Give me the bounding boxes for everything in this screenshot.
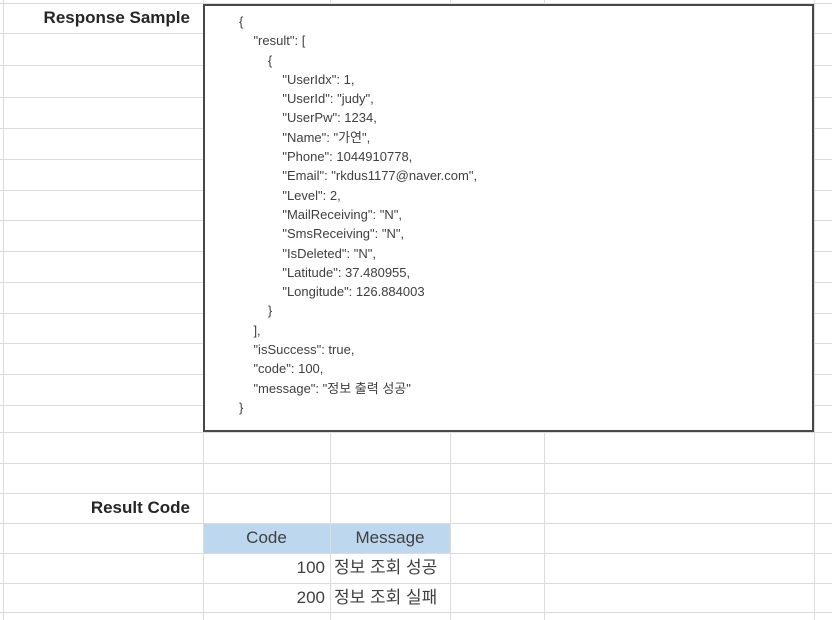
gridline-h: [0, 493, 832, 494]
gridline-h: [0, 583, 832, 584]
gridline-h: [0, 463, 832, 464]
result-code-label[interactable]: Result Code: [90, 498, 190, 517]
gridline-h: [0, 523, 832, 524]
response-sample-box: { "result": [ { "UserIdx": 1, "UserId": …: [203, 4, 814, 432]
result-table-header-message[interactable]: Message: [355, 528, 425, 547]
result-table-header-code[interactable]: Code: [246, 528, 287, 547]
gridline-h: [0, 553, 832, 554]
result-table-cell-message[interactable]: 정보 조회 실패: [334, 588, 438, 607]
gridline-h: [0, 612, 832, 613]
result-table-cell-message[interactable]: 정보 조회 성공: [334, 558, 438, 577]
gridline-h: [0, 432, 832, 433]
response-sample-label[interactable]: Response Sample: [43, 8, 190, 27]
table-header-fill: [203, 523, 450, 553]
response-sample-json: { "result": [ { "UserIdx": 1, "UserId": …: [239, 14, 478, 415]
gridline-v: [3, 0, 4, 620]
gridline-v: [814, 0, 815, 620]
gridline-h: [0, 3, 832, 4]
result-table-cell-code[interactable]: 100: [296, 558, 325, 577]
result-table-cell-code[interactable]: 200: [296, 588, 325, 607]
